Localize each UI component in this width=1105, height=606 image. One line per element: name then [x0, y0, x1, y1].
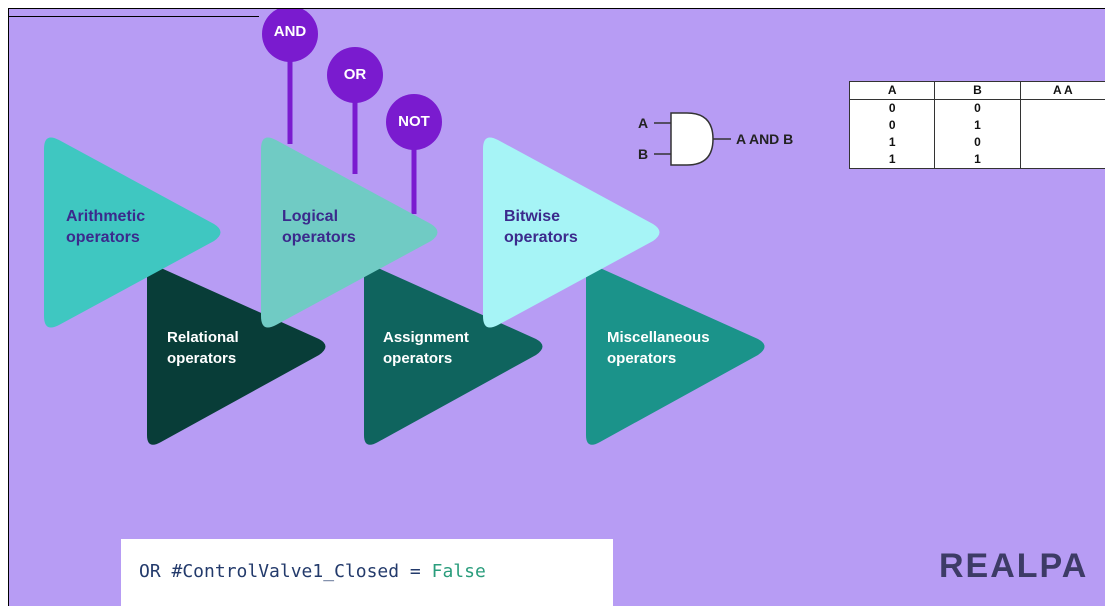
cell: 1 — [850, 134, 935, 151]
gate-input-b-label: B — [638, 146, 648, 162]
header-b: B — [935, 82, 1020, 100]
cell — [1020, 117, 1105, 134]
cell — [1020, 151, 1105, 169]
arithmetic-operators-label: Arithmetic operators — [66, 206, 145, 248]
table-row: 0 0 — [850, 100, 1105, 118]
gate-output-label: A AND B — [736, 131, 793, 147]
table-row: 1 1 — [850, 151, 1105, 169]
logical-operators-label: Logical operators — [282, 206, 356, 248]
cell: 1 — [935, 117, 1020, 134]
cell: 0 — [935, 100, 1020, 118]
brand-logo-text: REALPA — [939, 547, 1088, 586]
truth-table-container: A B A A 0 0 0 1 1 0 — [849, 81, 1105, 221]
cell — [1020, 134, 1105, 151]
cell: 0 — [850, 117, 935, 134]
miscellaneous-operators-label: Miscellaneous operators — [607, 327, 710, 369]
relational-operators-label: Relational operators — [167, 327, 239, 369]
code-boolean-value: False — [432, 561, 486, 582]
header-result: A A — [1020, 82, 1105, 100]
code-expression: OR #ControlValve1_Closed = — [139, 561, 432, 582]
bitwise-operators-label: Bitwise operators — [504, 206, 578, 248]
slide-canvas: AND OR NOT Arithmetic operators Logical … — [8, 8, 1105, 606]
truth-table-header-row: A B A A — [850, 82, 1105, 100]
cell: 1 — [850, 151, 935, 169]
assignment-operators-label: Assignment operators — [383, 327, 469, 369]
truth-table: A B A A 0 0 0 1 1 0 — [849, 81, 1105, 169]
code-line: OR #ControlValve1_Closed = False — [139, 561, 486, 582]
and-gate-icon — [654, 113, 731, 165]
code-snippet-box: OR #ControlValve1_Closed = False — [121, 539, 613, 606]
header-a: A — [850, 82, 935, 100]
table-row: 1 0 — [850, 134, 1105, 151]
gate-input-a-label: A — [638, 115, 648, 131]
or-balloon-label: OR — [325, 66, 385, 83]
cell: 0 — [935, 134, 1020, 151]
cell: 0 — [850, 100, 935, 118]
and-balloon-label: AND — [260, 23, 320, 40]
not-balloon-label: NOT — [384, 113, 444, 130]
cell: 1 — [935, 151, 1020, 169]
table-row: 0 1 — [850, 117, 1105, 134]
cell — [1020, 100, 1105, 118]
